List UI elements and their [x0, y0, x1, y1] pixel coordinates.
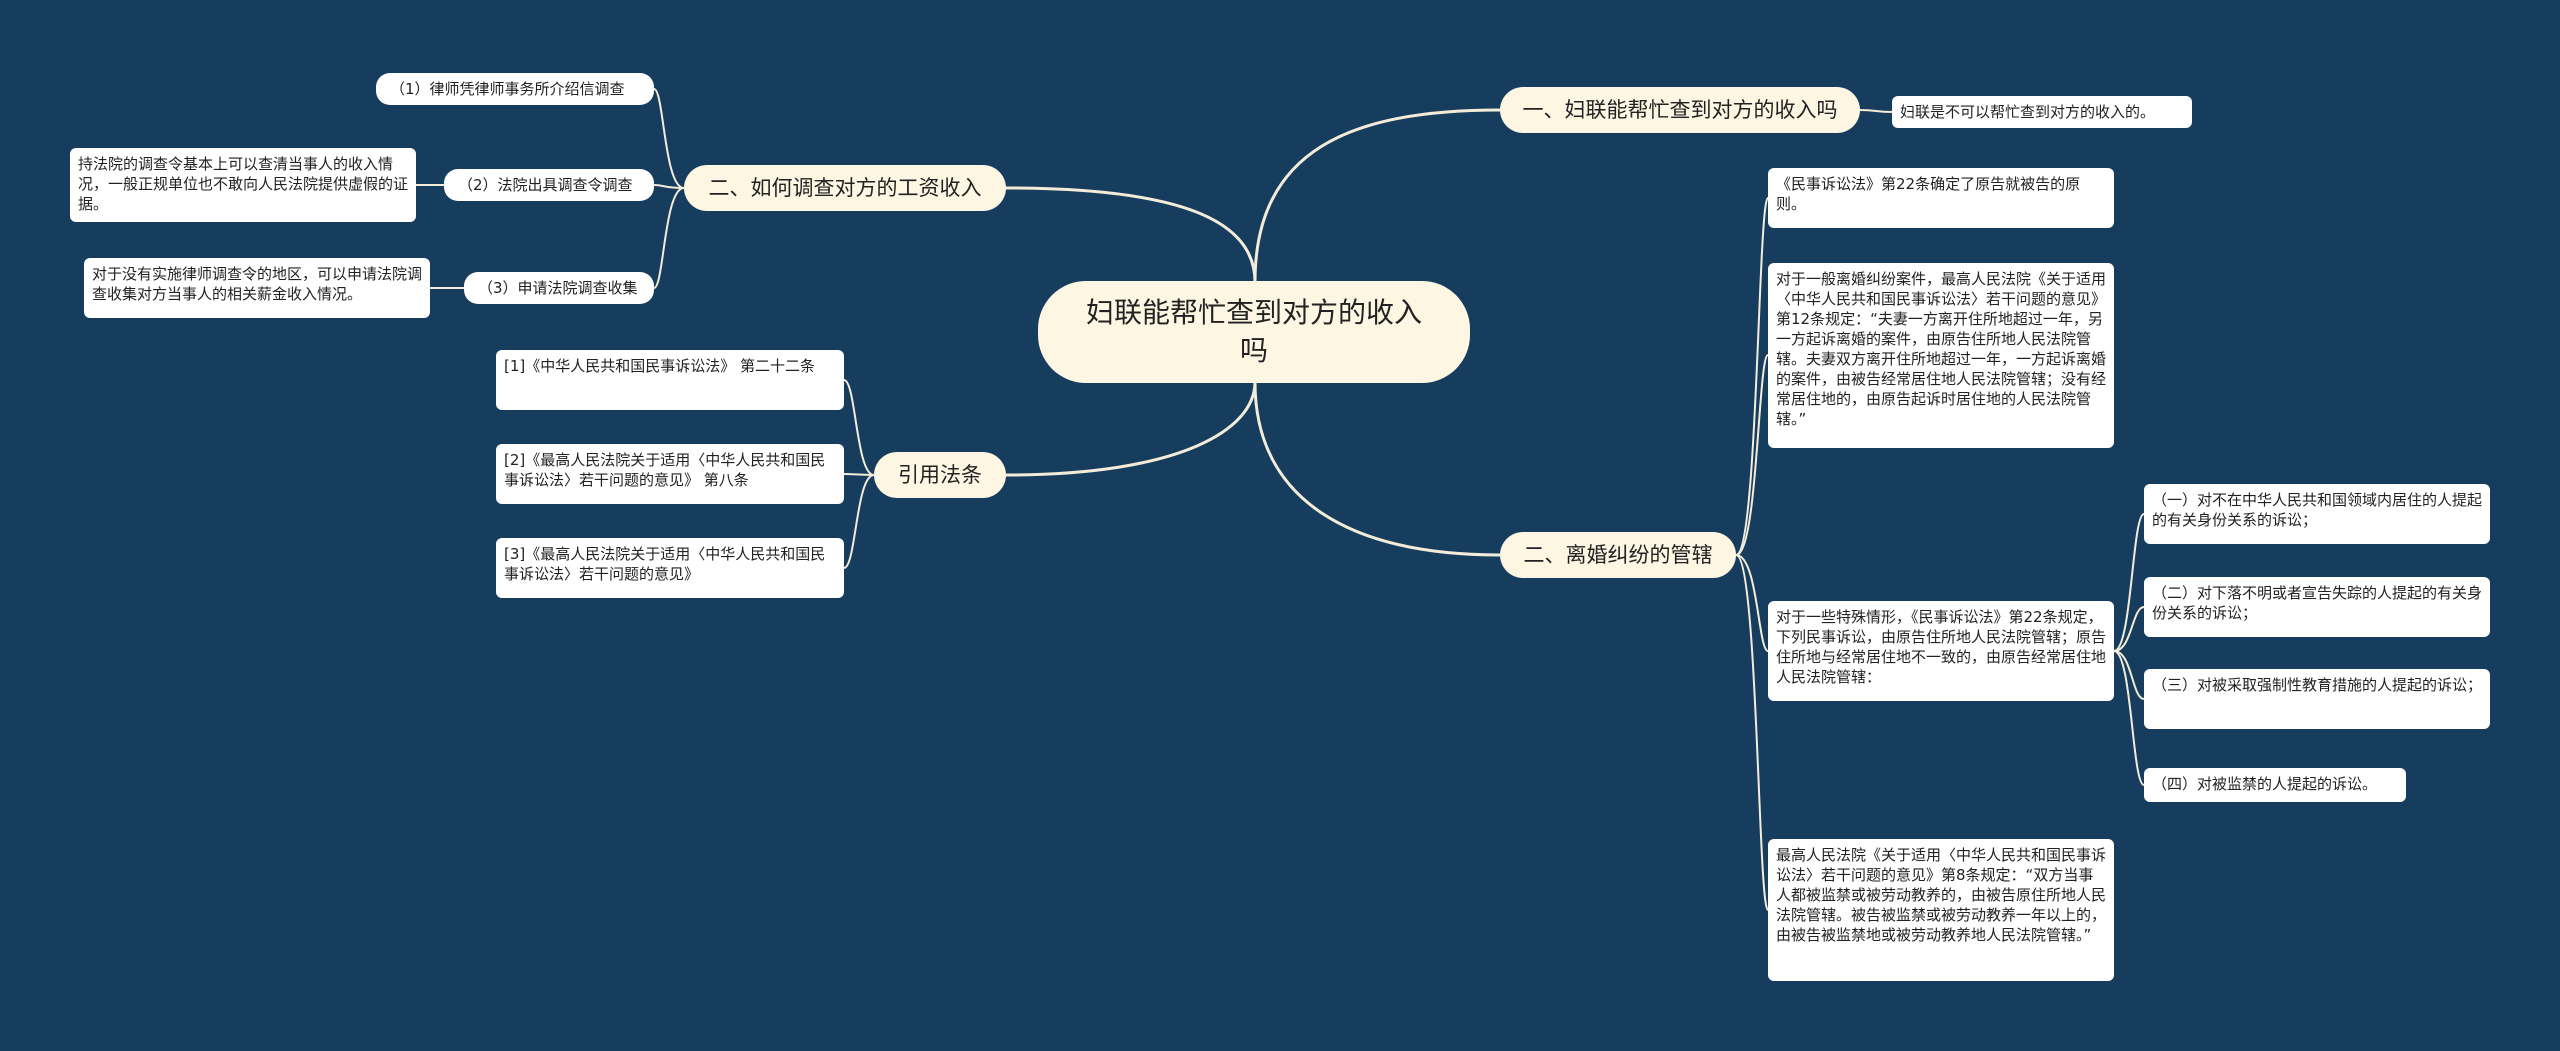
jurisdiction-sub-2: （二）对下落不明或者宣告失踪的人提起的有关身份关系的诉讼； — [2144, 577, 2490, 637]
branch-salary-investigation[interactable]: 二、如何调查对方的工资收入 — [684, 165, 1006, 211]
link-b2-sub-3 — [2113, 650, 2145, 700]
link-root-b3 — [1005, 186, 1257, 283]
jurisdiction-item-3: 对于一些特殊情形，《民事诉讼法》第22条规定，下列民事诉讼，由原告住所地人民法院… — [1768, 601, 2114, 701]
jurisdiction-item-1: 《民事诉讼法》第22条确定了原告就被告的原则。 — [1768, 168, 2114, 228]
link-root-b2 — [1253, 381, 1501, 557]
branch-income-query[interactable]: 一、妇联能帮忙查到对方的收入吗 — [1500, 87, 1860, 133]
jurisdiction-sub-1: （一）对不在中华人民共和国领域内居住的人提起的有关身份关系的诉讼； — [2144, 484, 2490, 544]
jurisdiction-item-4: 最高人民法院《关于适用〈中华人民共和国民事诉讼法〉若干问题的意见》第8条规定：“… — [1768, 839, 2114, 981]
jurisdiction-sub-3: （三）对被采取强制性教育措施的人提起的诉讼； — [2144, 669, 2490, 729]
link-b3-item-3 — [653, 187, 685, 289]
salary-method-2-detail: 持法院的调查令基本上可以查清当事人的收入情况，一般正规单位也不敢向人民法院提供虚… — [70, 148, 416, 222]
branch-jurisdiction[interactable]: 二、离婚纠纷的管辖 — [1500, 532, 1736, 578]
link-b2-item-2 — [1735, 354, 1769, 556]
salary-method-2: （2）法院出具调查令调查 — [444, 169, 654, 201]
link-b3-item-2 — [653, 184, 685, 189]
link-b3-item-1 — [653, 88, 685, 189]
link-b1-leaf — [1859, 109, 1893, 113]
link-b4-item-1 — [843, 379, 875, 476]
cited-law-3: [3]《最高人民法院关于适用〈中华人民共和国民事诉讼法〉若干问题的意见》 — [496, 538, 844, 598]
salary-method-1: （1）律师凭律师事务所介绍信调查 — [376, 73, 654, 105]
link-root-b1 — [1253, 108, 1501, 283]
cited-law-2: [2]《最高人民法院关于适用〈中华人民共和国民事诉讼法〉若干问题的意见》 第八条 — [496, 444, 844, 504]
salary-method-3-detail: 对于没有实施律师调查令的地区，可以申请法院调查收集对方当事人的相关薪金收入情况。 — [84, 258, 430, 318]
cited-law-1: [1]《中华人民共和国民事诉讼法》 第二十二条 — [496, 350, 844, 410]
root-topic[interactable]: 妇联能帮忙查到对方的收入吗 — [1038, 281, 1470, 383]
branch-cited-laws[interactable]: 引用法条 — [874, 452, 1006, 498]
link-b2-sub-1 — [2113, 513, 2145, 652]
link-b4-item-3 — [843, 474, 875, 569]
leaf-income-answer: 妇联是不可以帮忙查到对方的收入的。 — [1892, 96, 2192, 128]
link-b2-sub-4 — [2113, 650, 2145, 786]
link-b2-item-4 — [1735, 554, 1769, 911]
link-b4-item-2 — [843, 473, 875, 476]
jurisdiction-item-2: 对于一般离婚纠纷案件，最高人民法院《关于适用〈中华人民共和国民事诉讼法〉若干问题… — [1768, 263, 2114, 448]
link-b2-item-3 — [1735, 554, 1769, 652]
salary-method-3: （3）申请法院调查收集 — [464, 272, 654, 304]
jurisdiction-sub-4: （四）对被监禁的人提起的诉讼。 — [2144, 768, 2406, 802]
link-b2-item-1 — [1735, 197, 1769, 556]
link-root-b4 — [1005, 381, 1257, 477]
link-b2-sub-2 — [2113, 606, 2145, 652]
